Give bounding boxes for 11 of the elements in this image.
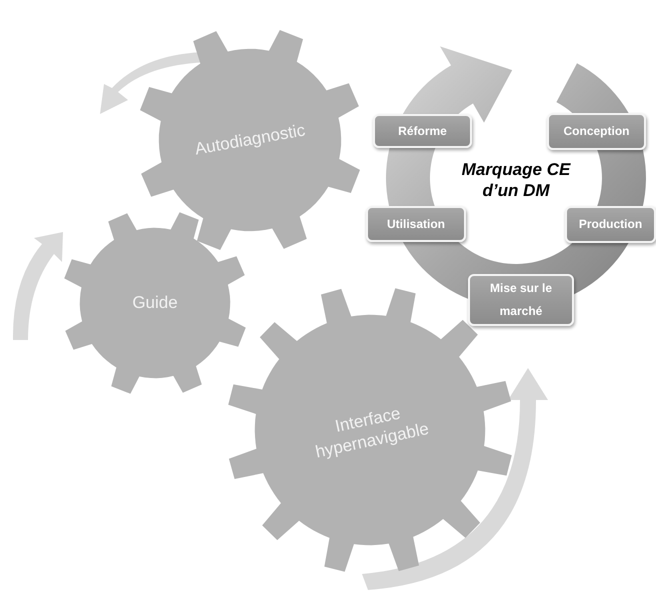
step-label: Production <box>578 216 642 234</box>
step-box <box>366 206 466 242</box>
cycle-title: Marquage CE d’un DM <box>460 158 572 202</box>
step-box <box>565 206 656 243</box>
step-label: Utilisation <box>386 216 445 233</box>
step-box <box>373 114 472 148</box>
gear-label: Guide <box>131 292 179 314</box>
step-label: Réforme <box>398 122 447 140</box>
step-label: Conception <box>564 123 630 140</box>
step-label: Mise sur le marché <box>488 280 554 320</box>
step-box <box>468 274 574 326</box>
